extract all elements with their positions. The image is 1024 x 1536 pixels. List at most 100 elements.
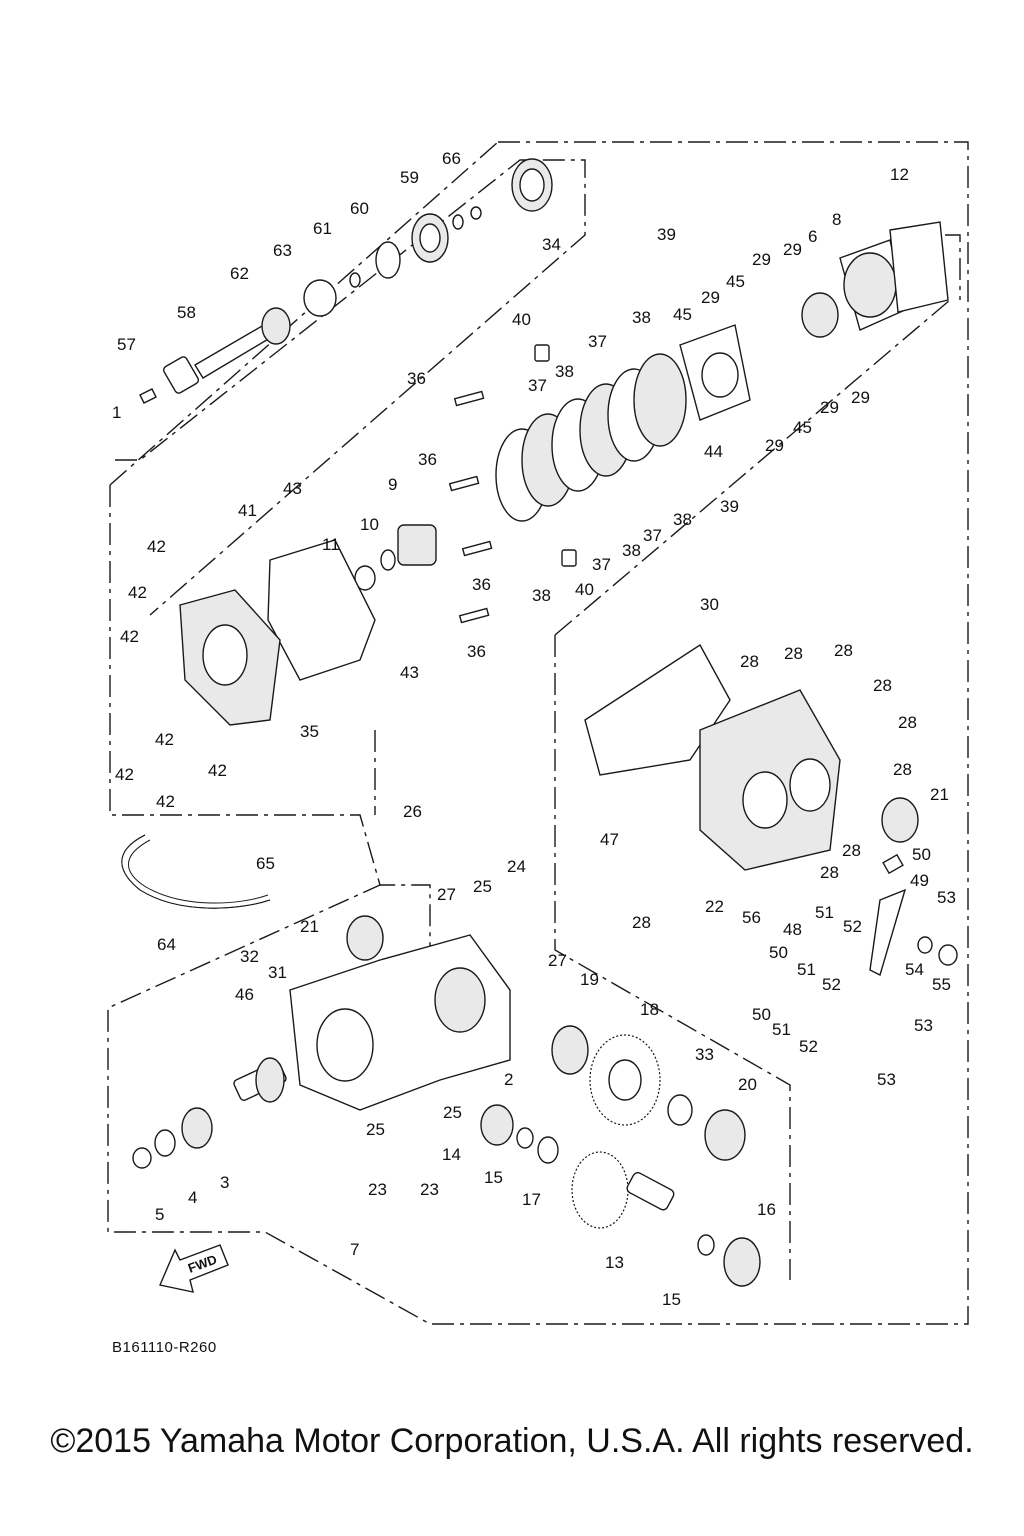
callout-53c: 53	[877, 1070, 896, 1089]
callout-45b: 45	[673, 305, 692, 324]
callout-17: 17	[522, 1190, 541, 1209]
callout-61: 61	[313, 219, 332, 238]
callout-58: 58	[177, 303, 196, 322]
callout-37d: 37	[592, 555, 611, 574]
callout-25a: 25	[473, 877, 492, 896]
callout-53b: 53	[914, 1016, 933, 1035]
callout-21a: 21	[930, 785, 949, 804]
callout-42b: 42	[128, 583, 147, 602]
callout-19: 19	[580, 970, 599, 989]
callout-15a: 15	[484, 1168, 503, 1187]
callout-26: 26	[403, 802, 422, 821]
callout-27a: 27	[437, 885, 456, 904]
callout-40b: 40	[575, 580, 594, 599]
callout-51a: 51	[815, 903, 834, 922]
callout-50b: 50	[769, 943, 788, 962]
callout-37c: 37	[643, 526, 662, 545]
callout-54: 54	[905, 960, 924, 979]
callout-28b: 28	[784, 644, 803, 663]
callout-42g: 42	[156, 792, 175, 811]
callout-25c: 25	[443, 1103, 462, 1122]
callout-7: 7	[350, 1240, 359, 1259]
callout-4: 4	[188, 1188, 197, 1207]
callout-44: 44	[704, 442, 723, 461]
diagram-ref-code: B161110-R260	[112, 1339, 217, 1356]
callout-3: 3	[220, 1173, 229, 1192]
callout-8: 8	[832, 210, 841, 229]
callout-42d: 42	[155, 730, 174, 749]
callout-28a: 28	[740, 652, 759, 671]
callout-66: 66	[442, 149, 461, 168]
callout-65: 65	[256, 854, 275, 873]
callout-42f: 42	[208, 761, 227, 780]
callout-11: 11	[322, 535, 340, 554]
callout-38a: 38	[632, 308, 651, 327]
callout-30: 30	[700, 595, 719, 614]
callout-39b: 39	[720, 497, 739, 516]
callout-42a: 42	[147, 537, 166, 556]
forward-direction-arrow: FWD	[159, 1244, 229, 1293]
callout-2: 2	[504, 1070, 513, 1089]
callout-33: 33	[695, 1045, 714, 1064]
breather-hose	[121, 834, 271, 909]
input-shaft-assembly	[139, 158, 553, 404]
callout-20: 20	[738, 1075, 757, 1094]
callout-52a: 52	[843, 917, 862, 936]
callout-47: 47	[600, 830, 619, 849]
callout-62: 62	[230, 264, 249, 283]
callout-1: 1	[112, 403, 121, 422]
callout-49: 49	[910, 871, 929, 890]
callout-51c: 51	[772, 1020, 791, 1039]
callout-25b: 25	[366, 1120, 385, 1139]
callout-29b: 29	[783, 240, 802, 259]
callout-24: 24	[507, 857, 526, 876]
callout-28d: 28	[873, 676, 892, 695]
callout-27b: 27	[548, 951, 567, 970]
callout-34: 34	[542, 235, 561, 254]
callout-40a: 40	[512, 310, 531, 329]
callout-28e: 28	[898, 713, 917, 732]
callout-57: 57	[117, 335, 136, 354]
callout-42e: 42	[115, 765, 134, 784]
callout-46: 46	[235, 985, 254, 1004]
callout-23b: 23	[420, 1180, 439, 1199]
callout-22: 22	[705, 897, 724, 916]
callout-labels: 1 2 3 4 5 6 7 8 9 10 11 12 13 14 15 15 1…	[112, 149, 956, 1309]
callout-60: 60	[350, 199, 369, 218]
callout-6: 6	[808, 227, 817, 246]
callout-9: 9	[388, 475, 397, 494]
callout-59: 59	[400, 168, 419, 187]
callout-38d: 38	[622, 541, 641, 560]
callout-28g: 28	[842, 841, 861, 860]
callout-13: 13	[605, 1253, 624, 1272]
front-case-assembly	[179, 539, 376, 726]
callout-63: 63	[273, 241, 292, 260]
callout-28f: 28	[893, 760, 912, 779]
callout-37a: 37	[588, 332, 607, 351]
main-case-assembly	[289, 915, 511, 1111]
callout-14: 14	[442, 1145, 461, 1164]
callout-28h: 28	[820, 863, 839, 882]
callout-52b: 52	[822, 975, 841, 994]
callout-18: 18	[640, 1000, 659, 1019]
callout-64: 64	[157, 935, 176, 954]
callout-5: 5	[155, 1205, 164, 1224]
callout-28i: 28	[632, 913, 651, 932]
rear-cover-assembly	[801, 221, 949, 338]
callout-36d: 36	[467, 642, 486, 661]
callout-38c: 38	[673, 510, 692, 529]
callout-16: 16	[757, 1200, 776, 1219]
callout-50c: 50	[752, 1005, 771, 1024]
callout-55: 55	[932, 975, 951, 994]
callout-36a: 36	[407, 369, 426, 388]
callout-41: 41	[238, 501, 257, 520]
callout-45a: 45	[726, 272, 745, 291]
callout-10: 10	[360, 515, 379, 534]
callout-36b: 36	[418, 450, 437, 469]
assembly-frames	[107, 141, 969, 1325]
gear-train-assembly	[132, 1025, 761, 1287]
callout-12: 12	[890, 165, 909, 184]
callout-43a: 43	[283, 479, 302, 498]
callout-29c: 29	[701, 288, 720, 307]
